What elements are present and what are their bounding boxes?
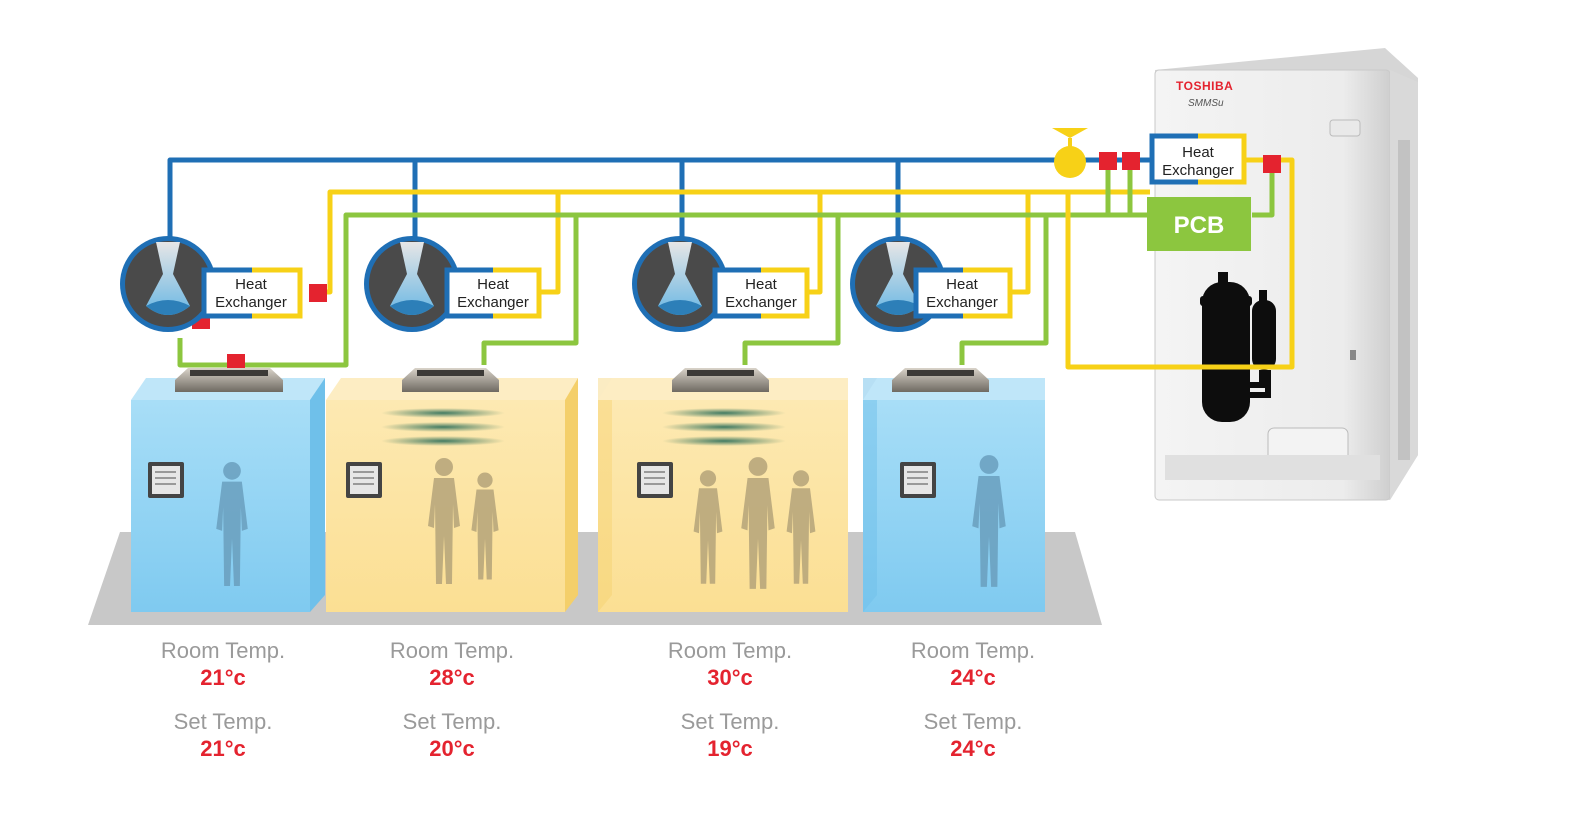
- controller-icon: [346, 462, 382, 498]
- indoor-hx-label: Heat: [745, 276, 778, 293]
- valve-icon: [192, 152, 1281, 372]
- outdoor-hx-line2: Exchanger: [1162, 162, 1234, 179]
- pipe-network: [167, 157, 1295, 370]
- indoor-unit-3-heat-exchanger: [712, 267, 810, 319]
- controller-icon: [637, 462, 673, 498]
- indoor-hx-label: Exchanger: [457, 294, 529, 311]
- indoor-unit-1-heat-exchanger: [201, 267, 303, 319]
- room-temp-value: 24°c: [950, 665, 996, 690]
- set-temp-value: 20°c: [429, 736, 475, 761]
- room-4-temps: Room Temp. 24°c Set Temp. 24°c: [873, 637, 1073, 762]
- ceiling-cassette-icon: [402, 368, 499, 392]
- set-temp-value: 24°c: [950, 736, 996, 761]
- indoor-hx-label: Exchanger: [926, 294, 998, 311]
- brand-logo: TOSHIBA: [1176, 79, 1233, 93]
- set-temp-value: 21°c: [200, 736, 246, 761]
- compressor-icon: [1200, 272, 1276, 422]
- pcb-label: PCB: [1174, 212, 1225, 239]
- model-label: SMMSu: [1188, 98, 1224, 109]
- set-temp-label: Set Temp.: [923, 709, 1023, 734]
- room-1-temps: Room Temp. 21°c Set Temp. 21°c: [123, 637, 323, 762]
- expansion-valve-icon: [1052, 128, 1088, 178]
- ceiling-cassette-icon: [892, 368, 989, 392]
- indoor-hx-label: Exchanger: [215, 294, 287, 311]
- indoor-hx-label: Heat: [235, 276, 268, 293]
- indoor-unit-4-heat-exchanger: [913, 267, 1013, 319]
- room-4: [863, 378, 1045, 612]
- controller-icon: [148, 462, 184, 498]
- controller-icon: [900, 462, 936, 498]
- set-temp-label: Set Temp.: [402, 709, 502, 734]
- room-temp-value: 28°c: [429, 665, 475, 690]
- room-temp-value: 30°c: [707, 665, 753, 690]
- pcb-box: [1147, 197, 1251, 251]
- room-temp-label: Room Temp.: [910, 638, 1036, 663]
- set-temp-label: Set Temp.: [680, 709, 780, 734]
- outdoor-heat-exchanger: [1149, 133, 1247, 185]
- room-2-temps: Room Temp. 28°c Set Temp. 20°c: [352, 637, 552, 762]
- outdoor-unit: [1154, 48, 1418, 501]
- room-3-temps: Room Temp. 30°c Set Temp. 19°c: [630, 637, 830, 762]
- room-temp-label: Room Temp.: [389, 638, 515, 663]
- room-3: [598, 378, 848, 612]
- airflow-room-3: [662, 408, 786, 446]
- ceiling-cassette-icon: [175, 368, 283, 392]
- indoor-hx-label: Heat: [477, 276, 510, 293]
- room-temp-value: 21°c: [200, 665, 246, 690]
- set-temp-value: 19°c: [707, 736, 753, 761]
- indoor-hx-label: Exchanger: [725, 294, 797, 311]
- ceiling-cassette-icon: [672, 368, 769, 392]
- indoor-unit-2-heat-exchanger: [444, 267, 542, 319]
- room-temp-label: Room Temp.: [667, 638, 793, 663]
- outdoor-hx-line1: Heat: [1182, 144, 1215, 161]
- airflow-room-2: [381, 408, 505, 446]
- indoor-hx-label: Heat: [946, 276, 979, 293]
- set-temp-label: Set Temp.: [173, 709, 273, 734]
- room-temp-label: Room Temp.: [160, 638, 286, 663]
